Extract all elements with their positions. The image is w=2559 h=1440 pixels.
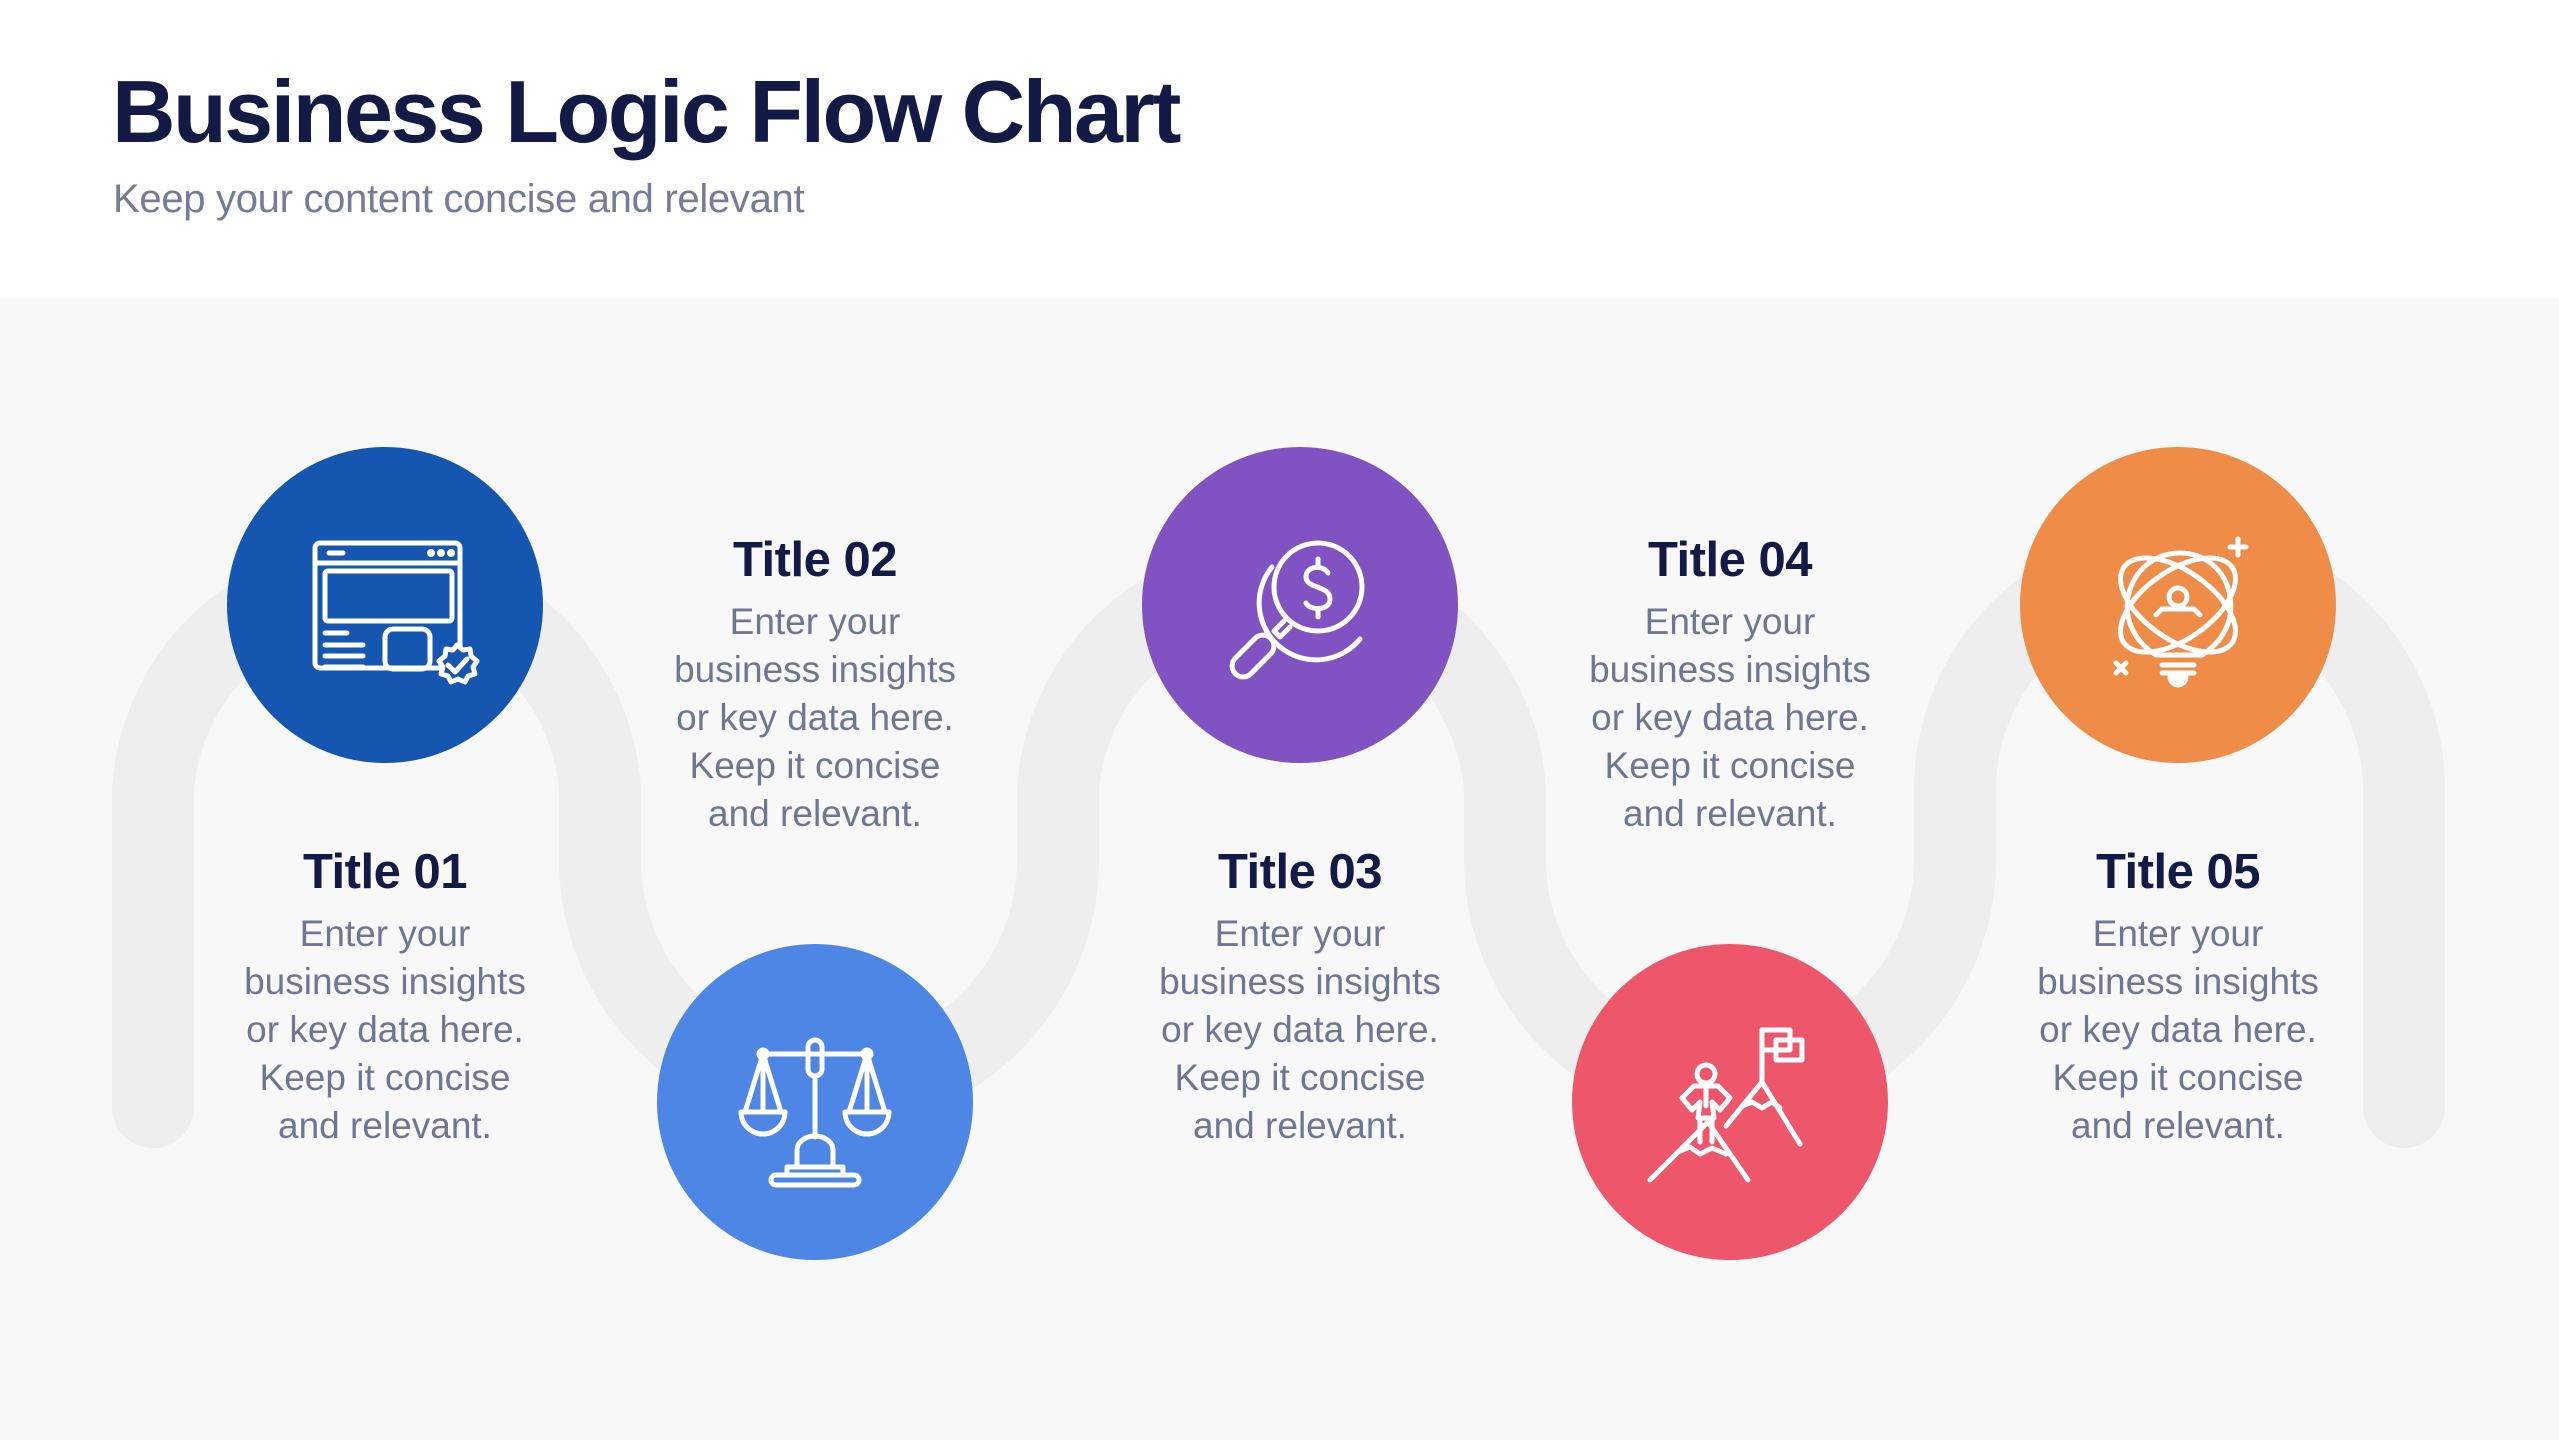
step-3-line-5: and relevant. [1193, 1105, 1407, 1146]
step-3-text: Title 03 Enter your business insights or… [1130, 842, 1470, 1150]
step-3-description: Enter your business insights or key data… [1130, 910, 1470, 1150]
step-2-line-3: or key data here. [676, 697, 954, 738]
browser-window-verified-icon [312, 540, 480, 685]
step-3-line-2: business insights [1159, 961, 1441, 1002]
step-4-line-4: Keep it concise [1604, 745, 1856, 786]
step-4-title: Title 04 [1648, 533, 1812, 587]
step-5-node[interactable] [2020, 447, 2336, 763]
step-2-line-1: Enter your [729, 601, 901, 642]
mountain-summit-flag-icon [1647, 1027, 1805, 1183]
step-2-title: Title 02 [733, 533, 897, 587]
step-4-text: Title 04 Enter your business insights or… [1560, 530, 1900, 838]
step-5-line-1: Enter your [2092, 913, 2264, 954]
step-1-line-5: and relevant. [278, 1105, 492, 1146]
step-4-node[interactable] [1572, 944, 1888, 1260]
step-5-line-2: business insights [2037, 961, 2319, 1002]
step-5-text: Title 05 Enter your business insights or… [2008, 842, 2348, 1150]
step-5-description: Enter your business insights or key data… [2008, 910, 2348, 1150]
step-1-line-1: Enter your [299, 913, 471, 954]
step-3-node[interactable] [1142, 447, 1458, 763]
step-3-title: Title 03 [1218, 845, 1382, 899]
balance-scale-icon [738, 1037, 892, 1188]
step-5-line-5: and relevant. [2071, 1105, 2285, 1146]
step-2-description: Enter your business insights or key data… [645, 598, 985, 838]
step-4-line-3: or key data here. [1591, 697, 1869, 738]
step-1-description: Enter your business insights or key data… [215, 910, 555, 1150]
step-1-line-3: or key data here. [246, 1009, 524, 1050]
step-3-line-1: Enter your [1214, 913, 1386, 954]
step-2-text: Title 02 Enter your business insights or… [645, 530, 985, 838]
step-4-line-2: business insights [1589, 649, 1871, 690]
step-1-line-2: business insights [244, 961, 526, 1002]
step-4-line-1: Enter your [1644, 601, 1816, 642]
page-subtitle: Keep your content concise and relevant [113, 177, 805, 221]
step-2-line-4: Keep it concise [689, 745, 941, 786]
step-1-line-4: Keep it concise [259, 1057, 511, 1098]
magnifier-dollar-icon [1229, 540, 1365, 680]
step-1-title: Title 01 [303, 845, 467, 899]
step-5-title: Title 05 [2096, 845, 2260, 899]
step-3-line-3: or key data here. [1161, 1009, 1439, 1050]
step-1-text: Title 01 Enter your business insights or… [215, 842, 555, 1150]
step-4-description: Enter your business insights or key data… [1560, 598, 1900, 838]
slide-header: Business Logic Flow Chart Keep your cont… [0, 0, 2559, 298]
step-2-line-2: business insights [674, 649, 956, 690]
step-1-node[interactable] [227, 447, 543, 763]
step-2-node[interactable] [657, 944, 973, 1260]
step-3-line-4: Keep it concise [1174, 1057, 1426, 1098]
lightbulb-atom-idea-icon [2113, 536, 2249, 688]
step-4-line-5: and relevant. [1623, 793, 1837, 834]
step-5-line-4: Keep it concise [2052, 1057, 2304, 1098]
step-2-line-5: and relevant. [708, 793, 922, 834]
step-5-line-3: or key data here. [2039, 1009, 2317, 1050]
page-title: Business Logic Flow Chart [112, 62, 1181, 161]
